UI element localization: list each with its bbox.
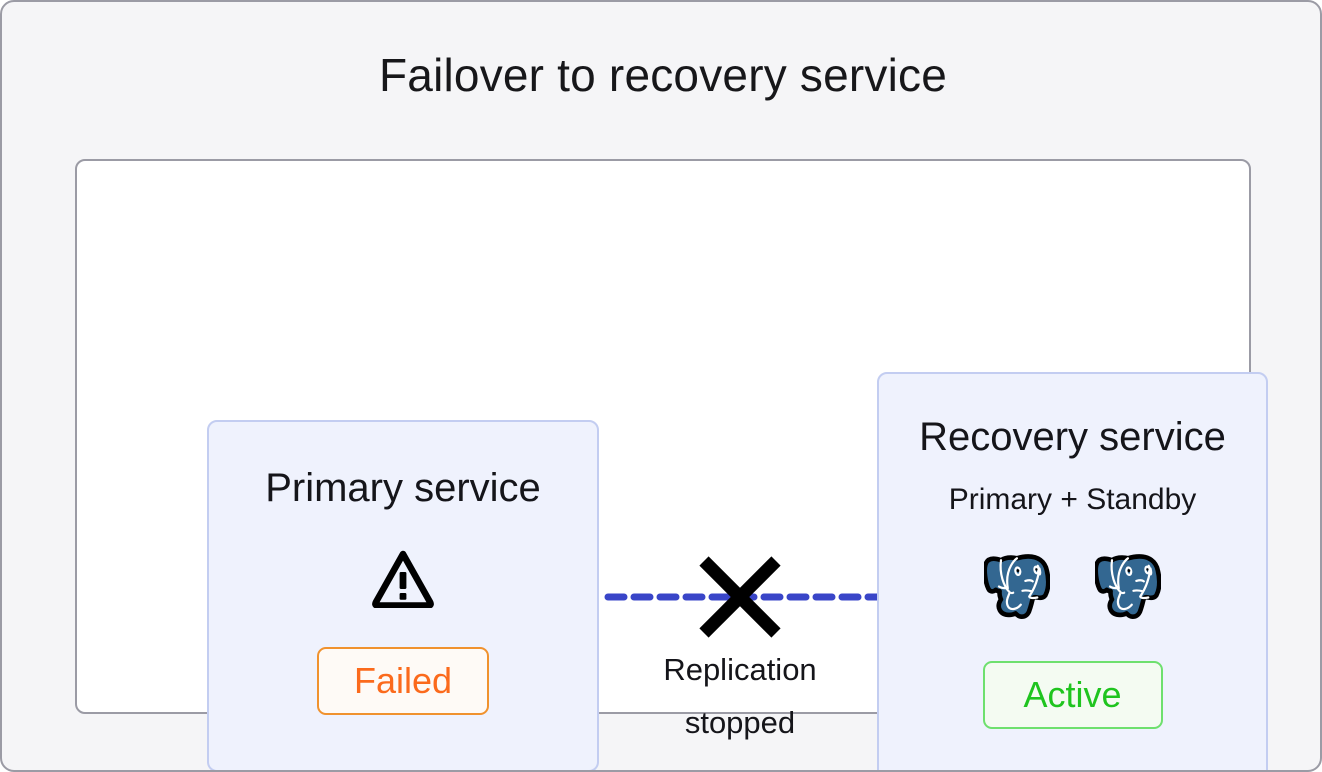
- recovery-service-subtitle: Primary + Standby: [948, 483, 1197, 516]
- replication-label-line2: stopped: [684, 705, 796, 741]
- postgresql-elephant-icon: [984, 554, 1050, 619]
- replication-status-label: Replication stopped: [610, 643, 870, 750]
- recovery-service-card[interactable]: Recovery service Primary + Standby: [877, 372, 1268, 770]
- primary-service-title: Primary service: [265, 466, 541, 510]
- warning-triangle-icon: [372, 550, 434, 608]
- replication-connector: [604, 556, 881, 638]
- status-badge-active: Active: [982, 661, 1163, 729]
- page-title: Failover to recovery service: [379, 49, 947, 101]
- diagram-panel: Primary service Failed Replication stopp…: [75, 159, 1268, 770]
- postgresql-elephant-icon: [1095, 554, 1161, 619]
- replication-label-line1: Replication: [663, 652, 817, 687]
- recovery-service-title: Recovery service: [919, 415, 1226, 459]
- x-cross-icon: [699, 556, 781, 638]
- postgres-node-row: [984, 551, 1161, 621]
- status-badge-failed: Failed: [317, 647, 489, 715]
- primary-service-card[interactable]: Primary service Failed: [207, 420, 599, 770]
